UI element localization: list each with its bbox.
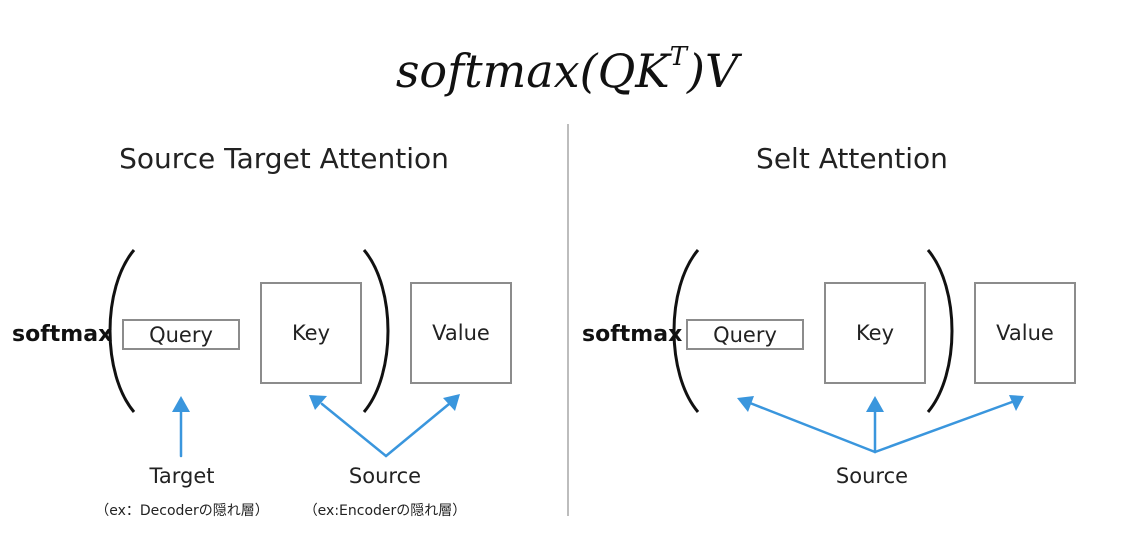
right-source-query-arrowhead: [737, 396, 754, 412]
right-source-key-arrowhead: [866, 396, 884, 412]
left-target-arrowhead: [172, 396, 190, 412]
right-value-box: Value: [974, 282, 1076, 384]
left-query-box: Query: [122, 319, 240, 350]
right-source-value-arrow: [873, 400, 1014, 454]
left-value-box: Value: [410, 282, 512, 384]
formula-base: softmax(QK: [395, 44, 670, 98]
left-source-key-arrow: [320, 402, 388, 458]
right-query-box: Query: [686, 319, 804, 350]
center-divider: [567, 124, 569, 516]
left-source-value-arrowhead: [443, 394, 460, 411]
right-softmax-label: softmax: [582, 322, 683, 347]
left-target-note: （ex：Decoderの隠れ層）: [95, 503, 269, 519]
left-source-value-arrow: [384, 402, 451, 458]
right-source-query-arrow: [748, 401, 877, 454]
right-key-label: Key: [855, 321, 895, 345]
left-open-paren: [108, 249, 136, 413]
right-close-paren: [926, 249, 954, 413]
left-close-paren: [362, 249, 390, 413]
left-key-label: Key: [291, 321, 331, 345]
left-query-label: Query: [149, 322, 213, 347]
left-source-key-arrowhead: [309, 395, 327, 410]
formula-superscript: T: [669, 41, 687, 72]
right-source-value-arrowhead: [1009, 395, 1024, 411]
right-title: Selt Attention: [756, 142, 948, 175]
right-value-label: Value: [996, 321, 1054, 345]
right-source-label: Source: [835, 464, 909, 488]
left-softmax-label: softmax: [12, 322, 113, 347]
right-open-paren: [672, 249, 700, 413]
left-target-label: Target: [149, 464, 215, 488]
left-key-box: Key: [260, 282, 362, 384]
left-source-note: （ex:Encoderの隠れ層）: [303, 503, 467, 519]
right-query-label: Query: [713, 322, 777, 347]
formula-tail: )V: [687, 44, 739, 98]
left-title: Source Target Attention: [119, 142, 449, 175]
formula: softmax(QKT)V: [0, 41, 1134, 98]
right-key-box: Key: [824, 282, 926, 384]
left-value-label: Value: [432, 321, 490, 345]
left-source-label: Source: [348, 464, 422, 488]
